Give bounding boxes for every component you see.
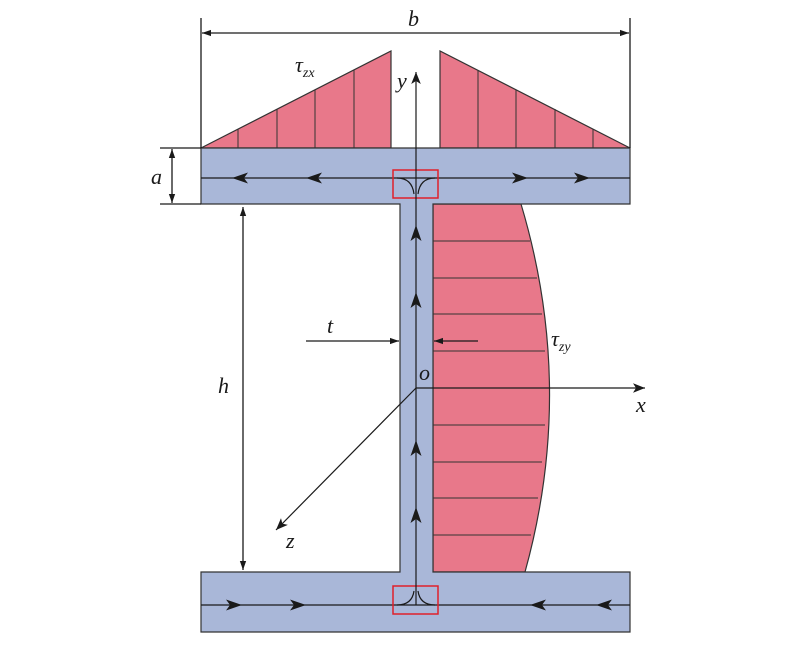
label-origin: o bbox=[419, 360, 430, 385]
label-z-axis: z bbox=[285, 528, 295, 553]
flow-arrow-top-left-2 bbox=[306, 172, 322, 184]
flange-stress-hatching bbox=[237, 70, 594, 148]
flow-arrow-top-right-1 bbox=[512, 172, 528, 184]
top-junction-curve bbox=[396, 177, 436, 195]
label-b: b bbox=[408, 6, 419, 31]
flow-arrow-top-right-2 bbox=[574, 172, 590, 184]
labels: b a h t o x y z τzx τzy bbox=[151, 6, 646, 553]
label-h: h bbox=[218, 373, 229, 398]
bottom-junction-curve bbox=[396, 590, 436, 606]
flow-arrow-top-left-1 bbox=[232, 172, 248, 184]
flange-stress-right-triangle bbox=[439, 50, 631, 149]
label-y-axis: y bbox=[395, 68, 407, 93]
label-x-axis: x bbox=[635, 392, 646, 417]
label-t: t bbox=[327, 313, 334, 338]
label-tau-zy: τzy bbox=[551, 326, 571, 355]
flange-stress-distribution bbox=[200, 50, 631, 149]
flow-arrow-bottom-left-2 bbox=[290, 599, 306, 611]
z-axis bbox=[275, 387, 417, 531]
flow-arrow-bottom-right-1 bbox=[530, 599, 546, 611]
label-a: a bbox=[151, 164, 162, 189]
flow-arrow-bottom-right-2 bbox=[596, 599, 612, 611]
label-tau-zx: τzx bbox=[295, 52, 315, 81]
flow-arrow-bottom-left-1 bbox=[226, 599, 242, 611]
dimensions bbox=[160, 18, 631, 570]
coordinate-axes bbox=[275, 72, 645, 605]
